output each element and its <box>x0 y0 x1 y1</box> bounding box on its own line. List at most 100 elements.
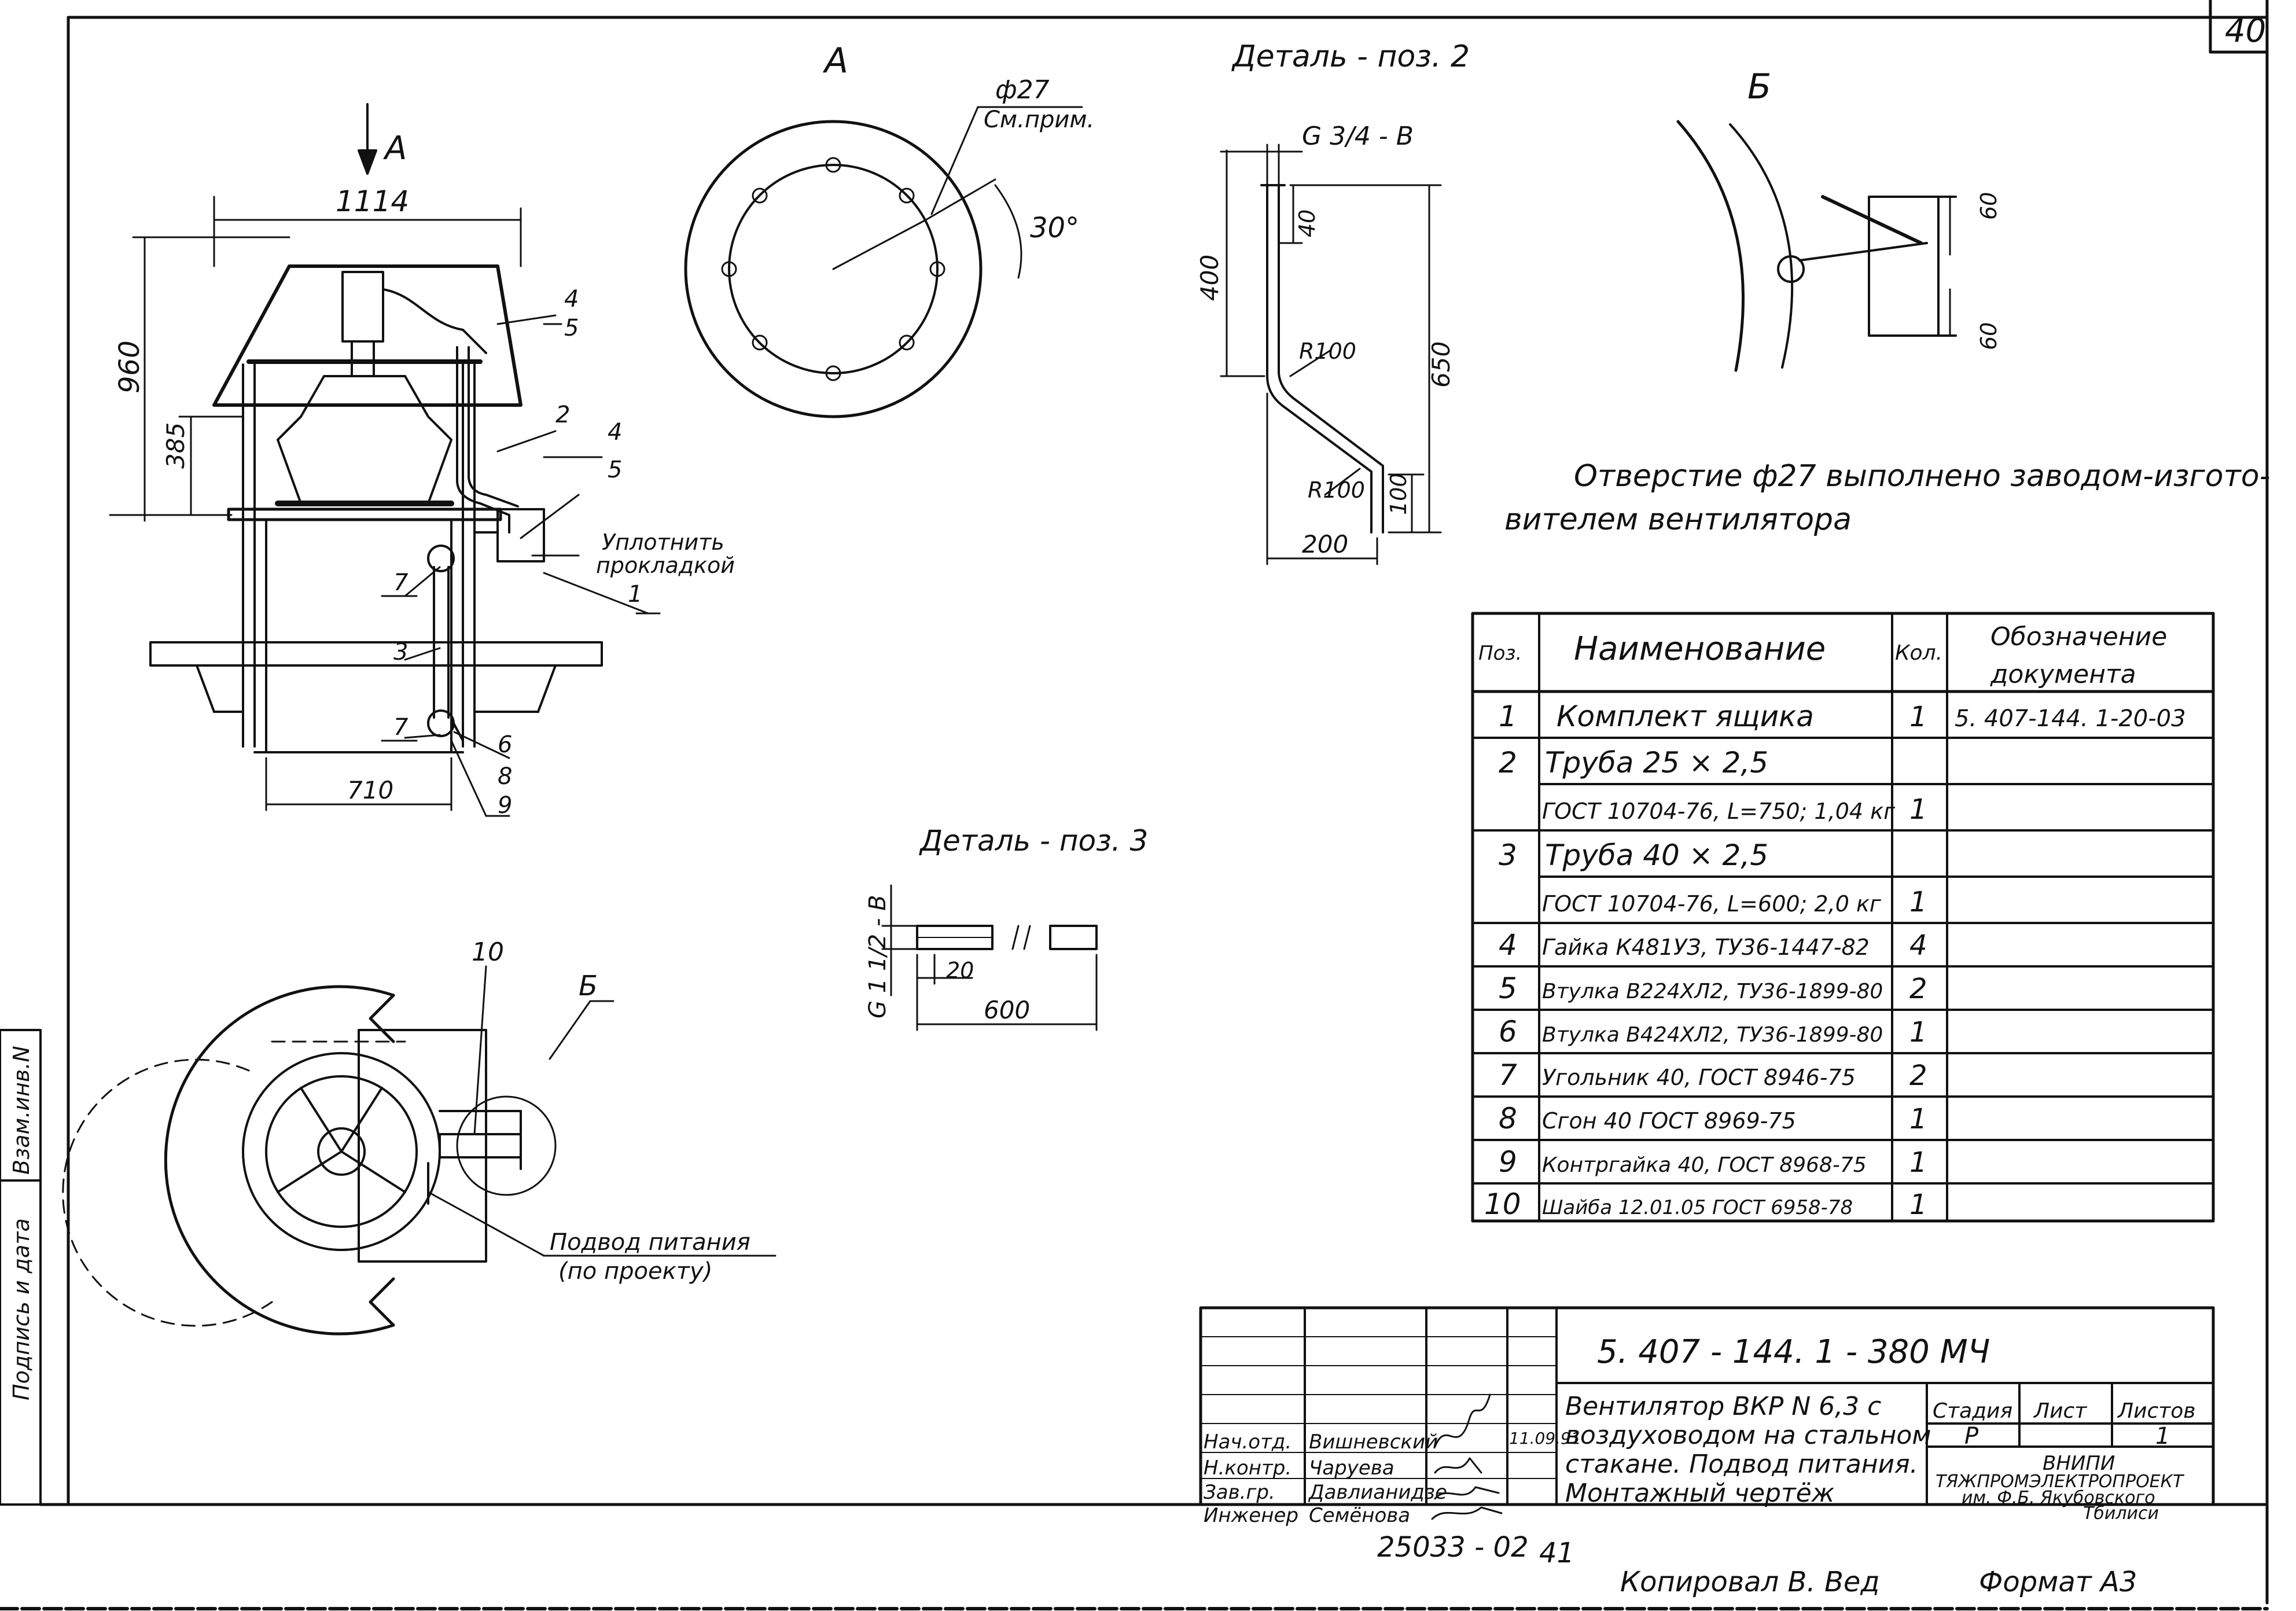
seal-note-line2: прокладкой <box>596 553 735 578</box>
view-a-title: А <box>822 41 848 81</box>
spec-row-1-name: Комплект ящика <box>1557 700 1814 733</box>
plan-callout-b: Б <box>579 970 598 1002</box>
spec-header-doc-line1: Обозначение <box>1990 622 2167 652</box>
spec-row-3b-name: ГОСТ 10704-76, L=600; 2,0 кг <box>1542 891 1882 917</box>
spec-row-2b-name: ГОСТ 10704-76, L=750; 1,04 кг <box>1542 799 1896 824</box>
spec-row-4-qty: 4 <box>1909 929 1927 962</box>
role-4-name: Семёнова <box>1309 1504 1410 1527</box>
spec-row-2-name: Труба 25 × 2,5 <box>1545 746 1768 779</box>
view-a-hole: ф27 <box>995 75 1050 105</box>
role-1-title: Нач.отд. <box>1204 1430 1292 1454</box>
plan-callout-10: 10 <box>472 937 504 967</box>
spec-row-8-pos: 8 <box>1499 1102 1517 1135</box>
spec-row-1-doc: 5. 407-144. 1-20-03 <box>1955 705 2186 732</box>
view-a-angle: 30° <box>1030 212 1079 244</box>
seal-note-line1: Уплотнить <box>602 529 724 555</box>
title-line-4: Монтажный чертёж <box>1565 1478 1835 1508</box>
view-a-hole-note: См.прим. <box>984 106 1094 133</box>
handwritten-signatures <box>1431 1393 1503 1520</box>
detail-3-dim-600: 600 <box>984 996 1030 1024</box>
arrow-a-label: А <box>383 130 407 167</box>
spec-row-7-pos: 7 <box>1499 1058 1517 1092</box>
detail-2-dim-200: 200 <box>1302 530 1348 558</box>
spec-row-7-name: Угольник 40, ГОСТ 8946-75 <box>1542 1065 1856 1090</box>
spec-header-doc-line2: документа <box>1990 660 2136 689</box>
view-b-title: Б <box>1747 67 1771 107</box>
org-line-2: ТЯЖПРОМЭЛЕКТРОПРОЕКТ <box>1936 1472 2185 1492</box>
spec-row-6-name: Втулка В424ХЛ2, ТУ36-1899-80 <box>1542 1023 1883 1047</box>
spec-table-grid <box>1471 612 2215 1223</box>
title-line-3: стакане. Подвод питания. <box>1565 1450 1918 1479</box>
role-4-title: Инженер <box>1204 1504 1298 1527</box>
main-section-view: А 1114 960 385 710 4 5 2 4 5 1 7 3 7 6 8… <box>109 103 735 819</box>
title-block-date: 11.09.91 <box>1509 1429 1581 1448</box>
detail-pos-3: Деталь - поз. 3 G 1 1/2 - B 20 600 <box>864 824 1148 1031</box>
spec-row-5-pos: 5 <box>1499 972 1517 1005</box>
spec-row-4-pos: 4 <box>1499 928 1517 962</box>
callout-6: 6 <box>498 731 512 758</box>
spec-row-9-pos: 9 <box>1499 1145 1517 1179</box>
role-2-title: Н.контр. <box>1204 1456 1292 1480</box>
stage-label: Стадия <box>1933 1399 2012 1423</box>
plan-view: 10 Б Подвод питания (по проекту) <box>62 937 777 1336</box>
callout-1: 1 <box>628 581 642 608</box>
callout-4a: 4 <box>564 286 579 312</box>
role-3-name: Давлианидзе <box>1308 1481 1447 1504</box>
left-strip-signature: Подпись и дата <box>9 1218 34 1400</box>
sheets-label: Листов <box>2117 1399 2195 1423</box>
spec-row-9-name: Контргайка 40, ГОСТ 8968-75 <box>1542 1153 1867 1177</box>
role-1-name: Вишневский <box>1309 1430 1438 1454</box>
spec-header-name: Наименование <box>1574 630 1826 668</box>
role-2-name: Чаруева <box>1309 1456 1394 1480</box>
note-line1: Отверстие ф27 выполнено заводом-изгото- <box>1574 459 2271 494</box>
left-strip-replace: Взам.инв.N <box>9 1046 34 1175</box>
callout-8: 8 <box>498 763 512 790</box>
spec-row-10-qty: 1 <box>1909 1189 1927 1221</box>
footer-page: 41 <box>1539 1537 1574 1569</box>
left-stamp-strip <box>0 1029 42 1506</box>
title-block: 5. 407 - 144. 1 - 380 МЧ Вентилятор ВКР … <box>1204 1333 2195 1527</box>
spec-row-5-name: Втулка В224ХЛ2, ТУ36-1899-80 <box>1542 980 1883 1003</box>
spec-row-6-pos: 6 <box>1499 1015 1517 1049</box>
org-line-1: ВНИПИ <box>2043 1452 2115 1475</box>
spec-row-10-pos: 10 <box>1484 1187 1521 1221</box>
title-line-2: воздуховодом на стальном <box>1565 1421 1931 1450</box>
detail-3-title: Деталь - поз. 3 <box>919 824 1148 858</box>
dim-mid-label: 385 <box>161 422 190 469</box>
detail-2-dim-650: 650 <box>1427 341 1455 388</box>
detail-2-dim-100: 100 <box>1386 473 1411 515</box>
callout-5a: 5 <box>564 315 579 341</box>
stage-value: Р <box>1964 1423 1979 1450</box>
spec-row-2b-qty: 1 <box>1909 793 1927 826</box>
spec-row-2-pos: 2 <box>1499 746 1517 779</box>
callout-2: 2 <box>555 402 570 428</box>
spec-row-4-name: Гайка К481УЗ, ТУ36-1447-82 <box>1542 935 1870 960</box>
detail-3-thread: G 1 1/2 - B <box>864 895 891 1018</box>
note-line2: вителем вентилятора <box>1504 502 1852 537</box>
spec-row-6-qty: 1 <box>1909 1016 1927 1049</box>
callout-3: 3 <box>393 639 408 665</box>
detail-2-thread: G 3/4 - B <box>1302 122 1414 151</box>
title-block-grid <box>1199 1306 2215 1506</box>
spec-row-9-qty: 1 <box>1909 1146 1927 1179</box>
spec-row-8-name: Сгон 40 ГОСТ 8969-75 <box>1542 1108 1796 1134</box>
spec-row-1-pos: 1 <box>1499 700 1517 733</box>
detail-2-radius-2: R100 <box>1308 477 1365 503</box>
callout-9: 9 <box>498 792 512 819</box>
role-3-title: Зав.гр. <box>1204 1481 1275 1504</box>
sheet-label: Лист <box>2033 1399 2087 1423</box>
view-a: А ф27 См.прим. 30° <box>684 41 1094 418</box>
plan-power-note-line2: (по проекту) <box>558 1258 712 1285</box>
spec-row-10-name: Шайба 12.01.05 ГОСТ 6958-78 <box>1542 1196 1853 1219</box>
org-line-4: Тбилиси <box>2083 1503 2159 1524</box>
dim-height-label: 960 <box>113 340 146 393</box>
detail-3-dim-20: 20 <box>946 958 974 983</box>
spec-row-5-qty: 2 <box>1909 973 1927 1005</box>
callout-4b: 4 <box>608 419 622 446</box>
callout-7a: 7 <box>393 569 409 596</box>
spec-row-8-qty: 1 <box>1909 1103 1927 1135</box>
spec-row-3b-qty: 1 <box>1909 886 1927 918</box>
detail-pos-2: Деталь - поз. 2 G 3/4 - B 400 40 650 100… <box>1195 39 1470 565</box>
spec-row-3-name: Труба 40 × 2,5 <box>1545 838 1768 872</box>
spec-row-1-qty: 1 <box>1909 701 1927 733</box>
